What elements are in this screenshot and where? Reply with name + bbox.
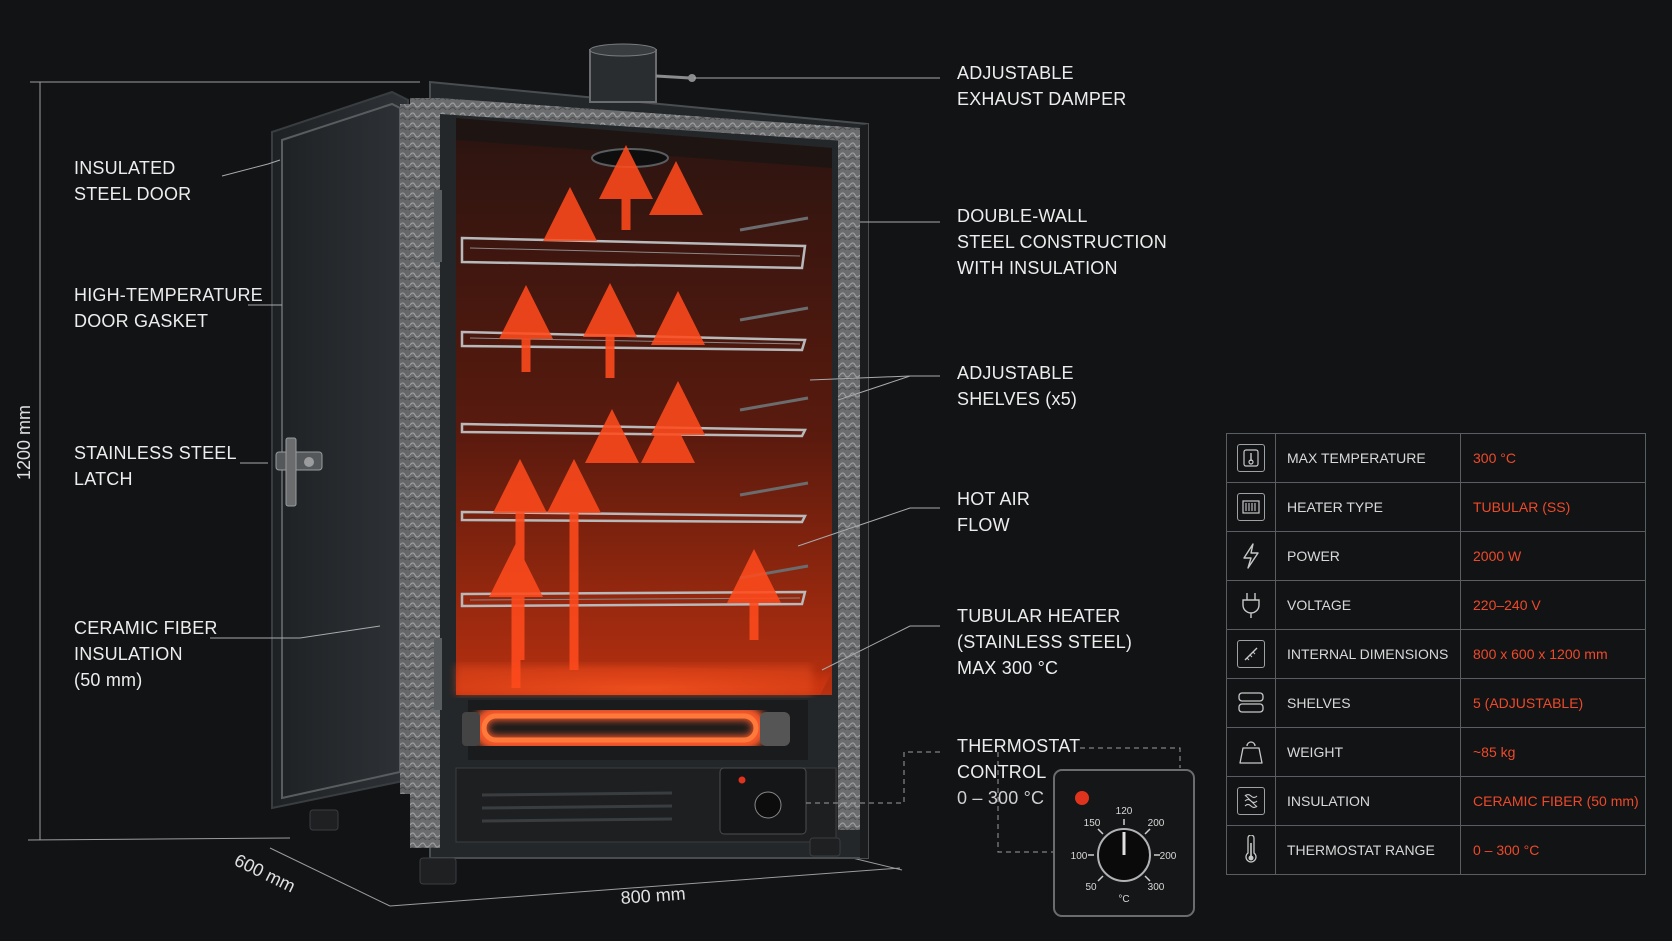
callout-exhaust-damper: ADJUSTABLE EXHAUST DAMPER bbox=[957, 60, 1127, 112]
dial-label-120: 120 bbox=[1116, 806, 1133, 817]
insulation-icon bbox=[1237, 787, 1265, 815]
callout-line: (STAINLESS STEEL) bbox=[957, 632, 1133, 652]
exhaust-damper bbox=[589, 43, 696, 103]
callout-line: EXHAUST DAMPER bbox=[957, 89, 1127, 109]
spec-value: 2000 W bbox=[1460, 531, 1646, 581]
thermostat-leaders bbox=[806, 747, 1181, 853]
spec-label: SHELVES bbox=[1275, 678, 1461, 728]
dial-label-50: 50 bbox=[1085, 882, 1097, 893]
callout-thermostat: THERMOSTAT CONTROL 0 – 300 °C bbox=[957, 733, 1080, 811]
thermometer-box-icon bbox=[1237, 444, 1265, 472]
shelves-icon bbox=[1238, 692, 1264, 713]
dial-label-300: 300 bbox=[1148, 882, 1165, 893]
spec-label: INSULATION bbox=[1275, 776, 1461, 826]
callout-line: ADJUSTABLE bbox=[957, 63, 1074, 83]
tubular-heater bbox=[462, 700, 808, 760]
spec-row-shelves: SHELVES 5 (ADJUSTABLE) bbox=[1226, 678, 1646, 728]
hot-air-arrows bbox=[489, 145, 781, 688]
callout-shelves: ADJUSTABLE SHELVES (x5) bbox=[957, 360, 1077, 412]
spec-row-internal-dimensions: INTERNAL DIMENSIONS 800 x 600 x 1200 mm bbox=[1226, 629, 1646, 679]
spec-row-insulation: INSULATION CERAMIC FIBER (50 mm) bbox=[1226, 776, 1646, 826]
spec-row-power: POWER 2000 W bbox=[1226, 531, 1646, 581]
spec-row-thermostat-range: THERMOSTAT RANGE 0 – 300 °C bbox=[1226, 825, 1646, 875]
spec-row-voltage: VOLTAGE 220–240 V bbox=[1226, 580, 1646, 630]
callout-line: 0 – 300 °C bbox=[957, 788, 1045, 808]
door-hinges bbox=[434, 190, 442, 710]
spec-label: THERMOSTAT RANGE bbox=[1275, 825, 1461, 875]
callout-line: THERMOSTAT bbox=[957, 736, 1081, 756]
callout-line: STEEL DOOR bbox=[74, 184, 192, 204]
spec-value: 220–240 V bbox=[1460, 580, 1646, 630]
callout-line: LATCH bbox=[74, 469, 133, 489]
spec-value: 5 (ADJUSTABLE) bbox=[1460, 678, 1646, 728]
weight-icon bbox=[1239, 741, 1263, 764]
spec-value: CERAMIC FIBER (50 mm) bbox=[1460, 776, 1646, 826]
lightning-icon bbox=[1243, 543, 1259, 569]
spec-value: 800 x 600 x 1200 mm bbox=[1460, 629, 1646, 679]
spec-value: ~85 kg bbox=[1460, 727, 1646, 777]
callout-line: HOT AIR bbox=[957, 489, 1031, 509]
callout-line: INSULATED bbox=[74, 158, 176, 178]
dial-unit: °C bbox=[1118, 894, 1129, 905]
door-latch bbox=[275, 437, 323, 507]
callout-latch: STAINLESS STEEL LATCH bbox=[74, 440, 237, 492]
callout-door-gasket: HIGH-TEMPERATURE DOOR GASKET bbox=[74, 282, 263, 334]
callout-line: (50 mm) bbox=[74, 670, 143, 690]
dial-label-200a: 200 bbox=[1148, 818, 1165, 829]
callout-hot-air: HOT AIR FLOW bbox=[957, 486, 1030, 538]
callout-line: INSULATION bbox=[74, 644, 183, 664]
shelf-1 bbox=[460, 236, 807, 270]
spec-value: TUBULAR (SS) bbox=[1460, 482, 1646, 532]
spec-table: MAX TEMPERATURE 300 °C HEATER TYPE TUBUL… bbox=[1226, 433, 1646, 875]
callout-line: MAX 300 °C bbox=[957, 658, 1059, 678]
callout-line: TUBULAR HEATER bbox=[957, 606, 1121, 626]
spec-label: WEIGHT bbox=[1275, 727, 1461, 777]
callout-line: DOUBLE-WALL bbox=[957, 206, 1088, 226]
shelf-4 bbox=[460, 510, 808, 524]
callout-line: WITH INSULATION bbox=[957, 258, 1118, 278]
thermostat-dial: 150 100 50 120 200 200 300 °C bbox=[1053, 769, 1195, 917]
door-gasket bbox=[400, 104, 430, 794]
right-insulation-wall bbox=[838, 130, 860, 830]
spec-label: MAX TEMPERATURE bbox=[1275, 433, 1461, 483]
dimension-height-label: 1200 mm bbox=[14, 404, 34, 480]
oven-feet bbox=[309, 809, 841, 885]
callout-line: FLOW bbox=[957, 515, 1010, 535]
callout-heater: TUBULAR HEATER (STAINLESS STEEL) MAX 300… bbox=[957, 603, 1132, 681]
spec-row-weight: WEIGHT ~85 kg bbox=[1226, 727, 1646, 777]
spec-label: VOLTAGE bbox=[1275, 580, 1461, 630]
callout-line: CONTROL bbox=[957, 762, 1047, 782]
thermostat-indicator-light bbox=[1075, 791, 1089, 805]
spec-row-heater-type: HEATER TYPE TUBULAR (SS) bbox=[1226, 482, 1646, 532]
callout-line: DOOR GASKET bbox=[74, 311, 209, 331]
callout-ceramic-insulation: CERAMIC FIBER INSULATION (50 mm) bbox=[74, 615, 218, 693]
dial-label-100: 100 bbox=[1071, 851, 1088, 862]
spec-value: 300 °C bbox=[1460, 433, 1646, 483]
spec-value: 0 – 300 °C bbox=[1460, 825, 1646, 875]
callout-leaders bbox=[210, 77, 940, 671]
spec-row-max-temperature: MAX TEMPERATURE 300 °C bbox=[1226, 433, 1646, 483]
callout-double-wall: DOUBLE-WALL STEEL CONSTRUCTION WITH INSU… bbox=[957, 203, 1167, 281]
callout-line: STEEL CONSTRUCTION bbox=[957, 232, 1167, 252]
callout-insulated-door: INSULATED STEEL DOOR bbox=[74, 155, 191, 207]
heater-icon bbox=[1237, 493, 1265, 521]
plug-icon bbox=[1242, 593, 1260, 618]
dial-label-150: 150 bbox=[1084, 818, 1101, 829]
thermometer-icon bbox=[1245, 835, 1257, 863]
callout-line: HIGH-TEMPERATURE bbox=[74, 285, 263, 305]
callout-line: CERAMIC FIBER bbox=[74, 618, 218, 638]
control-panel bbox=[455, 767, 837, 843]
top-insulation-wall bbox=[440, 98, 860, 142]
exhaust-vent bbox=[591, 148, 669, 168]
callout-line: STAINLESS STEEL bbox=[74, 443, 237, 463]
callout-line: ADJUSTABLE bbox=[957, 363, 1074, 383]
spec-label: INTERNAL DIMENSIONS bbox=[1275, 629, 1461, 679]
spec-label: HEATER TYPE bbox=[1275, 482, 1461, 532]
spec-label: POWER bbox=[1275, 531, 1461, 581]
insulated-steel-door bbox=[271, 90, 442, 810]
callout-line: SHELVES (x5) bbox=[957, 389, 1078, 409]
ruler-icon bbox=[1237, 640, 1265, 668]
dial-label-200b: 200 bbox=[1160, 851, 1177, 862]
